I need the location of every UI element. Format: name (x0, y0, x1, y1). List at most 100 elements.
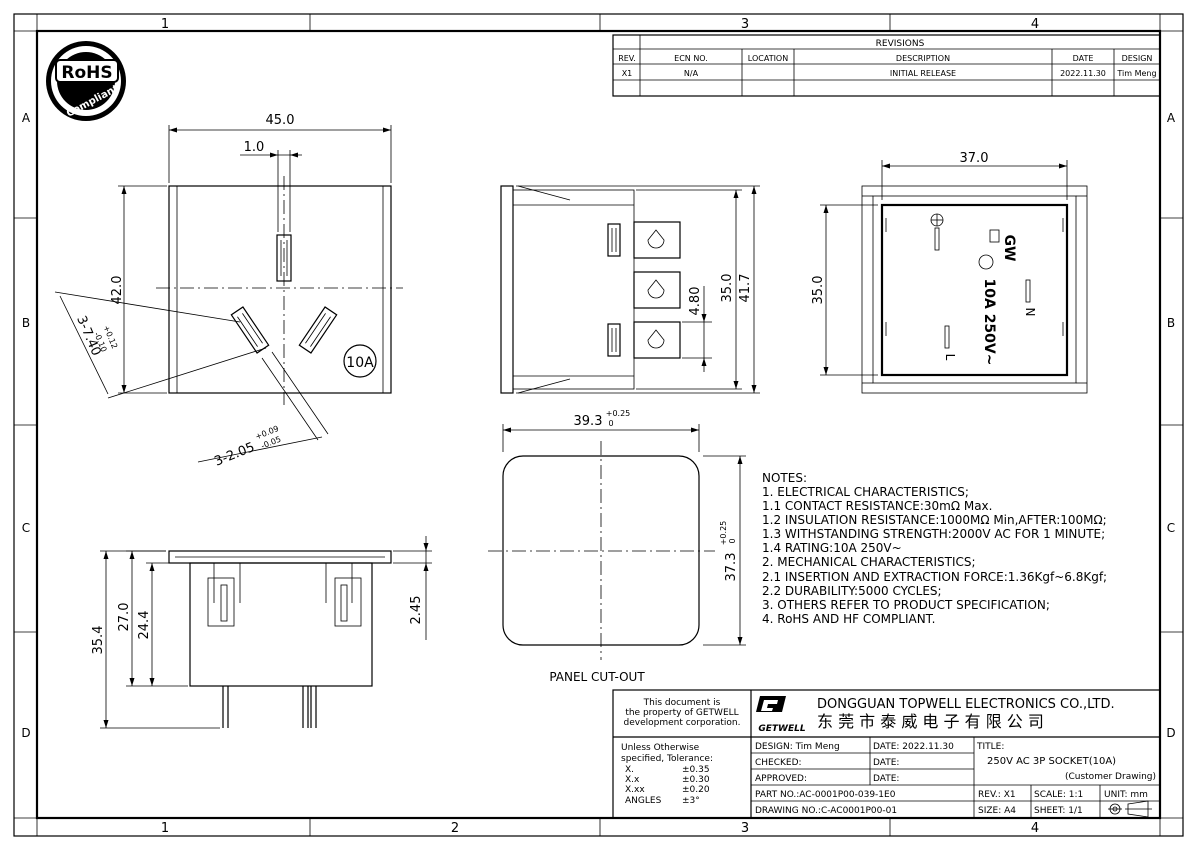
rev-cell-rev: X1 (622, 69, 633, 78)
note-line: 2.2 DURABILITY:5000 CYCLES; (762, 584, 942, 598)
note-line: 4. RoHS AND HF COMPLIANT. (762, 612, 935, 626)
top-view: 10A 45.0 1.0 42.0 3-7.40 +0.12 -0.10 3-2… (54, 113, 403, 470)
checked-field: CHECKED: (755, 758, 802, 768)
part-number: PART NO.:AC-0001P00-039-1E0 (755, 790, 896, 800)
tolerance-key: X. (625, 765, 634, 775)
rev-header-rev: REV. (618, 54, 636, 63)
rev-header-design: DESIGN (1122, 54, 1153, 63)
zone-row-right-B: B (1167, 316, 1175, 330)
design-date-field: DATE: 2022.11.30 (873, 742, 954, 752)
zone-col-top-3: 3 (741, 17, 749, 32)
zone-col-top-4: 4 (1031, 17, 1039, 32)
dim-bottom-body: 27.0 (117, 603, 132, 632)
drawing-subtitle: (Customer Drawing) (1065, 772, 1156, 782)
design-field: DESIGN: Tim Meng (755, 742, 840, 752)
zone-row-right-D: D (1166, 726, 1175, 740)
dim-side-h1: 35.0 (720, 274, 735, 303)
zone-labels: 1 3 4 1 2 3 4 A B C D A B C D (21, 17, 1176, 836)
property-line-2: the property of GETWELL (625, 708, 738, 718)
note-line: 3. OTHERS REFER TO PRODUCT SPECIFICATION… (762, 598, 1050, 612)
front-text-rating: 10A 250V~ (981, 279, 997, 366)
zone-col-bottom-4: 4 (1031, 821, 1039, 836)
rev-cell-description: INITIAL RELEASE (890, 69, 956, 78)
revisions-title: REVISIONS (876, 39, 925, 49)
title-label: TITLE: (976, 742, 1004, 752)
rohs-logo: RoHS Compliant (46, 41, 126, 121)
drawing-title: 250V AC 3P SOCKET(10A) (987, 756, 1116, 767)
dim-cut-height-tol-zero: 0 (728, 538, 737, 543)
notes-title: NOTES: (762, 471, 807, 485)
zone-col-bottom-3: 3 (741, 821, 749, 836)
front-view: GW 10A 250V~ N L 37.0 35.0 (811, 151, 1088, 394)
note-line: 1.4 RATING:10A 250V~ (762, 541, 902, 555)
note-line: 1.3 WITHSTANDING STRENGTH:2000V AC FOR 1… (762, 527, 1105, 541)
front-text-l: L (943, 354, 957, 361)
tolerance-line-1: Unless Otherwise (621, 743, 700, 753)
zone-col-bottom-2: 2 (451, 821, 459, 836)
note-line: 1. ELECTRICAL CHARACTERISTICS; (762, 485, 969, 499)
rating-mark: 10A (346, 355, 374, 371)
tolerance-value: ±0.35 (682, 765, 710, 775)
note-line: 2. MECHANICAL CHARACTERISTICS; (762, 555, 976, 569)
tolerance-value: ±0.20 (682, 785, 710, 795)
dim-front-height: 35.0 (811, 276, 826, 305)
drawing-number: DRAWING NO.:C-AC0001P00-01 (755, 806, 897, 816)
dim-side-h2: 41.7 (738, 274, 753, 303)
zone-row-left-C: C (22, 521, 30, 535)
company-name-en: DONGGUAN TOPWELL ELECTRONICS CO.,LTD. (817, 697, 1115, 712)
dim-bottom-flange: 2.45 (409, 596, 424, 625)
panel-cutout-label: PANEL CUT-OUT (549, 670, 645, 684)
revisions-table: REVISIONS REV. ECN NO. LOCATION DESCRIPT… (612, 34, 1161, 97)
bottom-side-view: 35.4 27.0 24.4 2.45 (91, 536, 432, 729)
approved-date-field: DATE: (873, 774, 899, 784)
dim-top-height: 42.0 (110, 276, 125, 305)
title-block: This document is the property of GETWELL… (612, 689, 1161, 819)
front-text-gw: GW (1001, 235, 1017, 262)
zone-row-right-C: C (1167, 521, 1175, 535)
tolerance-key: X.x (625, 775, 640, 785)
property-line-3: development corporation. (624, 718, 741, 728)
tolerance-line-2: specified, Tolerance: (621, 754, 713, 764)
dim-cut-height-tol-plus: +0.25 (719, 521, 728, 546)
dim-cut-height: 37.3 (724, 553, 739, 582)
rev-cell-date: 2022.11.30 (1060, 69, 1106, 78)
company-name-cn: 东 莞 市 泰 威 电 子 有 限 公 司 (817, 712, 1044, 731)
panel-cutout-view: 39.3 +0.25 0 37.3 +0.25 0 PANEL CUT-OUT (488, 409, 746, 684)
rev-cell-ecn: N/A (684, 69, 699, 78)
dim-front-width: 37.0 (960, 151, 989, 166)
property-line-1: This document is (643, 698, 721, 708)
front-text-n: N (1023, 308, 1037, 317)
rev-header-date: DATE (1073, 54, 1094, 63)
note-line: 1.2 INSULATION RESISTANCE:1000MΩ Min,AFT… (762, 513, 1107, 527)
tolerance-key: ANGLES (625, 796, 662, 806)
zone-row-right-A: A (1167, 111, 1176, 125)
company-logo: GETWELL (756, 696, 806, 734)
tolerance-key: X.xx (625, 785, 645, 795)
rev-header-description: DESCRIPTION (896, 54, 950, 63)
rev-header-ecn: ECN NO. (674, 54, 708, 63)
tolerance-value: ±0.30 (682, 775, 710, 785)
dim-cut-width-tol-zero: 0 (608, 419, 613, 428)
dim-side-pitch: 4.80 (688, 287, 703, 316)
approved-field: APPROVED: (755, 774, 807, 784)
dim-cut-width: 39.3 (574, 414, 603, 429)
unit-field: UNIT: mm (1104, 790, 1148, 800)
rev-header-location: LOCATION (748, 54, 788, 63)
zone-row-left-A: A (22, 111, 31, 125)
dim-bottom-total: 35.4 (91, 626, 106, 655)
company-brand: GETWELL (758, 724, 805, 734)
tolerance-value: ±3° (682, 796, 700, 806)
note-line: 1.1 CONTACT RESISTANCE:30mΩ Max. (762, 499, 992, 513)
rev-field: REV.: X1 (978, 790, 1016, 800)
dim-bottom-inner: 24.4 (137, 611, 152, 640)
zone-col-top-1: 1 (161, 17, 169, 32)
zone-row-left-D: D (21, 726, 30, 740)
size-field: SIZE: A4 (978, 806, 1016, 816)
projection-symbol-icon (1108, 800, 1152, 818)
sheet-field: SHEET: 1/1 (1034, 806, 1083, 816)
checked-date-field: DATE: (873, 758, 899, 768)
note-line: 2.1 INSERTION AND EXTRACTION FORCE:1.36K… (762, 570, 1107, 584)
dim-cut-width-tol-plus: +0.25 (606, 409, 631, 418)
zone-col-bottom-1: 1 (161, 821, 169, 836)
